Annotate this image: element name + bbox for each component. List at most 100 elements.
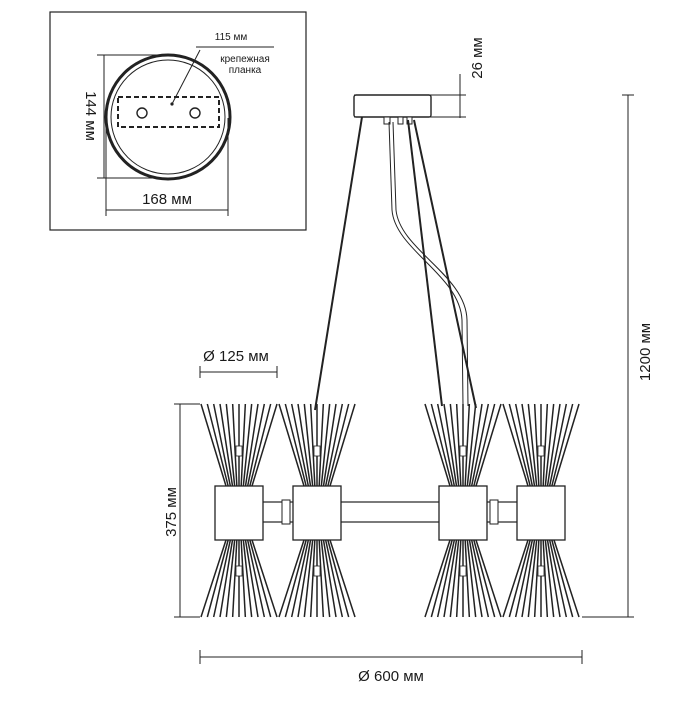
shade-rod-upper <box>327 403 350 487</box>
shade-rod-upper <box>309 403 316 487</box>
shade-diameter-label: Ø 125 мм <box>203 348 269 365</box>
shade-rod-upper <box>468 403 483 487</box>
shade-rod-lower <box>443 539 458 618</box>
shade-rod-lower <box>303 539 314 618</box>
shade-rod-upper <box>430 403 453 487</box>
shade-rod-lower <box>548 539 568 618</box>
shade-rod-lower <box>455 539 462 618</box>
shade-rod-upper <box>546 403 561 487</box>
shade-rod-upper <box>514 403 534 487</box>
shade-rod-lower <box>527 539 538 618</box>
shade-rod-lower <box>320 539 331 618</box>
bulb-lower <box>459 565 467 577</box>
shade-rod-lower <box>322 539 337 618</box>
shade-rod-upper <box>200 403 227 487</box>
shade-unit-4 <box>502 403 580 618</box>
shade-rod-upper <box>322 403 337 487</box>
ceiling-canopy <box>353 94 432 125</box>
shade-rod-upper <box>436 403 456 487</box>
shade-rod-lower <box>533 539 540 618</box>
shade-rod-lower <box>473 539 496 618</box>
power-cord-2 <box>392 121 469 407</box>
shade-rod-upper <box>464 403 471 487</box>
canopy-fitting-2 <box>397 116 404 125</box>
shade-rod-upper <box>244 403 259 487</box>
shade-rod-upper <box>443 403 458 487</box>
shade-rod-upper <box>329 403 356 487</box>
shade-rod-lower <box>212 539 232 618</box>
bulb-upper <box>537 445 545 457</box>
shade-hub <box>516 485 566 541</box>
shade-rod-lower <box>284 539 307 618</box>
shade-rod-lower <box>551 539 574 618</box>
inset-panel: 115 мм крепежная планка 144 мм 168 мм <box>49 11 307 231</box>
total-diameter-label: Ø 600 мм <box>358 668 424 685</box>
cable-left <box>314 116 363 411</box>
shade-rod-lower <box>327 539 350 618</box>
shade-rod-lower <box>251 539 278 618</box>
total-height-dimension: 1200 мм <box>582 94 654 618</box>
shade-rod-lower <box>464 539 471 618</box>
bulb-lower <box>235 565 243 577</box>
shade-rod-lower <box>200 539 227 618</box>
shade-rod-upper <box>455 403 462 487</box>
shade-rod-upper <box>240 403 247 487</box>
inset-width-label: 168 мм <box>142 191 192 208</box>
shade-rod-upper <box>502 403 529 487</box>
shade-rod-upper <box>551 403 574 487</box>
mounting-plate <box>117 96 220 128</box>
shade-rod-lower <box>502 539 529 618</box>
shade-rod-lower <box>468 539 483 618</box>
shade-rod-lower <box>278 539 305 618</box>
total-diameter-dimension: Ø 600 мм <box>199 650 583 685</box>
shade-rod-lower <box>206 539 229 618</box>
lamp-fixture <box>200 403 580 618</box>
canopy-fitting-3 <box>406 116 413 125</box>
shade-rod-lower <box>329 539 356 618</box>
shade-rod-lower <box>246 539 266 618</box>
cable-right-inner <box>407 119 443 407</box>
shade-rod-lower <box>290 539 310 618</box>
inset-height-label: 144 мм <box>82 91 99 141</box>
canopy-inner-ring <box>110 59 226 175</box>
shade-rod-upper <box>542 403 549 487</box>
shade-rod-lower <box>514 539 534 618</box>
shade-rod-upper <box>521 403 536 487</box>
canopy-plate <box>353 94 432 118</box>
body-height-dimension: 375 мм <box>163 403 200 618</box>
shade-rod-lower <box>521 539 536 618</box>
shade-rod-upper <box>242 403 253 487</box>
shade-rod-upper <box>473 403 496 487</box>
bulb-lower <box>313 565 321 577</box>
shade-rod-upper <box>297 403 312 487</box>
body-height-label: 375 мм <box>163 487 180 537</box>
shade-diameter-dimension: Ø 125 мм <box>199 348 278 378</box>
bar-joint-1 <box>281 499 291 525</box>
shade-rod-upper <box>225 403 236 487</box>
shade-rod-upper <box>466 403 477 487</box>
shade-hub <box>438 485 488 541</box>
shade-rod-upper <box>219 403 234 487</box>
shade-rod-upper <box>303 403 314 487</box>
total-height-label: 1200 мм <box>637 323 654 381</box>
shade-rod-lower <box>242 539 253 618</box>
shade-rod-upper <box>544 403 555 487</box>
shade-rod-lower <box>240 539 247 618</box>
shade-rod-lower <box>546 539 561 618</box>
shade-rod-lower <box>542 539 549 618</box>
plate-width-label: 115 мм <box>215 32 248 43</box>
shade-hub <box>214 485 264 541</box>
shade-rod-lower <box>231 539 238 618</box>
shade-unit-3 <box>424 403 502 618</box>
shade-rod-upper <box>424 403 451 487</box>
shade-rod-upper <box>231 403 238 487</box>
shade-rod-upper <box>324 403 344 487</box>
bulb-upper <box>313 445 321 457</box>
shade-rod-lower <box>297 539 312 618</box>
shade-rod-upper <box>212 403 232 487</box>
shade-rod-lower <box>508 539 531 618</box>
shade-rod-lower <box>475 539 502 618</box>
canopy-fitting-1 <box>383 116 391 125</box>
plate-leader-line <box>171 49 201 105</box>
